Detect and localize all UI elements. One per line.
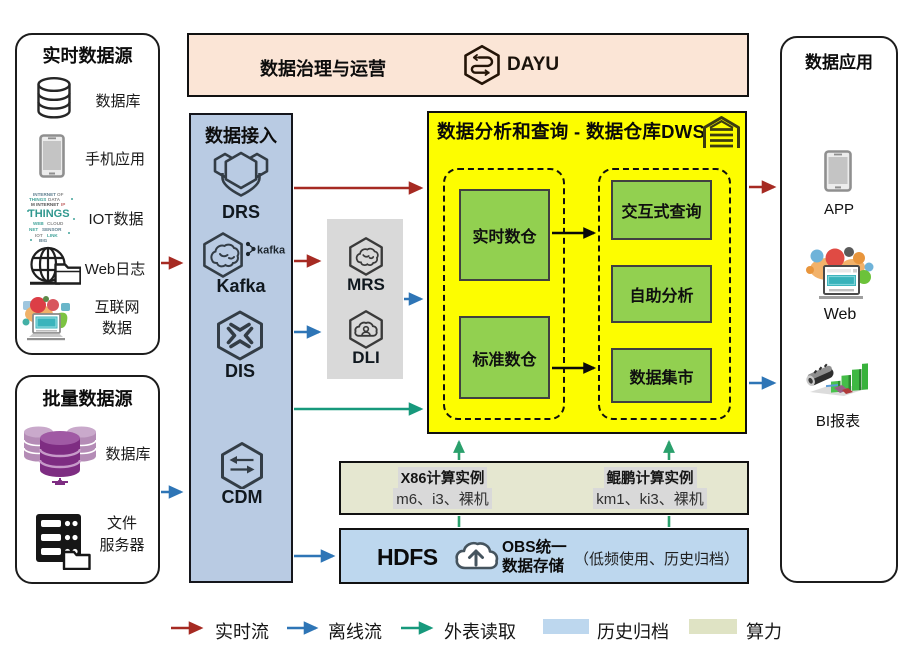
svg-text:INTERNET: INTERNET xyxy=(33,192,56,197)
svg-text:BIG: BIG xyxy=(39,238,48,243)
svg-text:SENSOR: SENSOR xyxy=(42,227,62,232)
svg-text:IP: IP xyxy=(61,202,65,207)
svg-text:NET: NET xyxy=(29,227,38,232)
svg-text:THINGS: THINGS xyxy=(29,197,46,202)
svg-text:M INTERNET: M INTERNET xyxy=(31,202,59,207)
svg-text:LINK: LINK xyxy=(47,233,58,238)
svg-text:kafka: kafka xyxy=(257,245,286,257)
svg-text:THINGS: THINGS xyxy=(28,208,70,220)
svg-text:CLOUD: CLOUD xyxy=(47,221,64,226)
svg-text:IOT: IOT xyxy=(35,233,43,238)
svg-text:WEB: WEB xyxy=(33,221,44,226)
svg-text:DATA: DATA xyxy=(48,197,61,202)
svg-text:OF: OF xyxy=(57,192,64,197)
